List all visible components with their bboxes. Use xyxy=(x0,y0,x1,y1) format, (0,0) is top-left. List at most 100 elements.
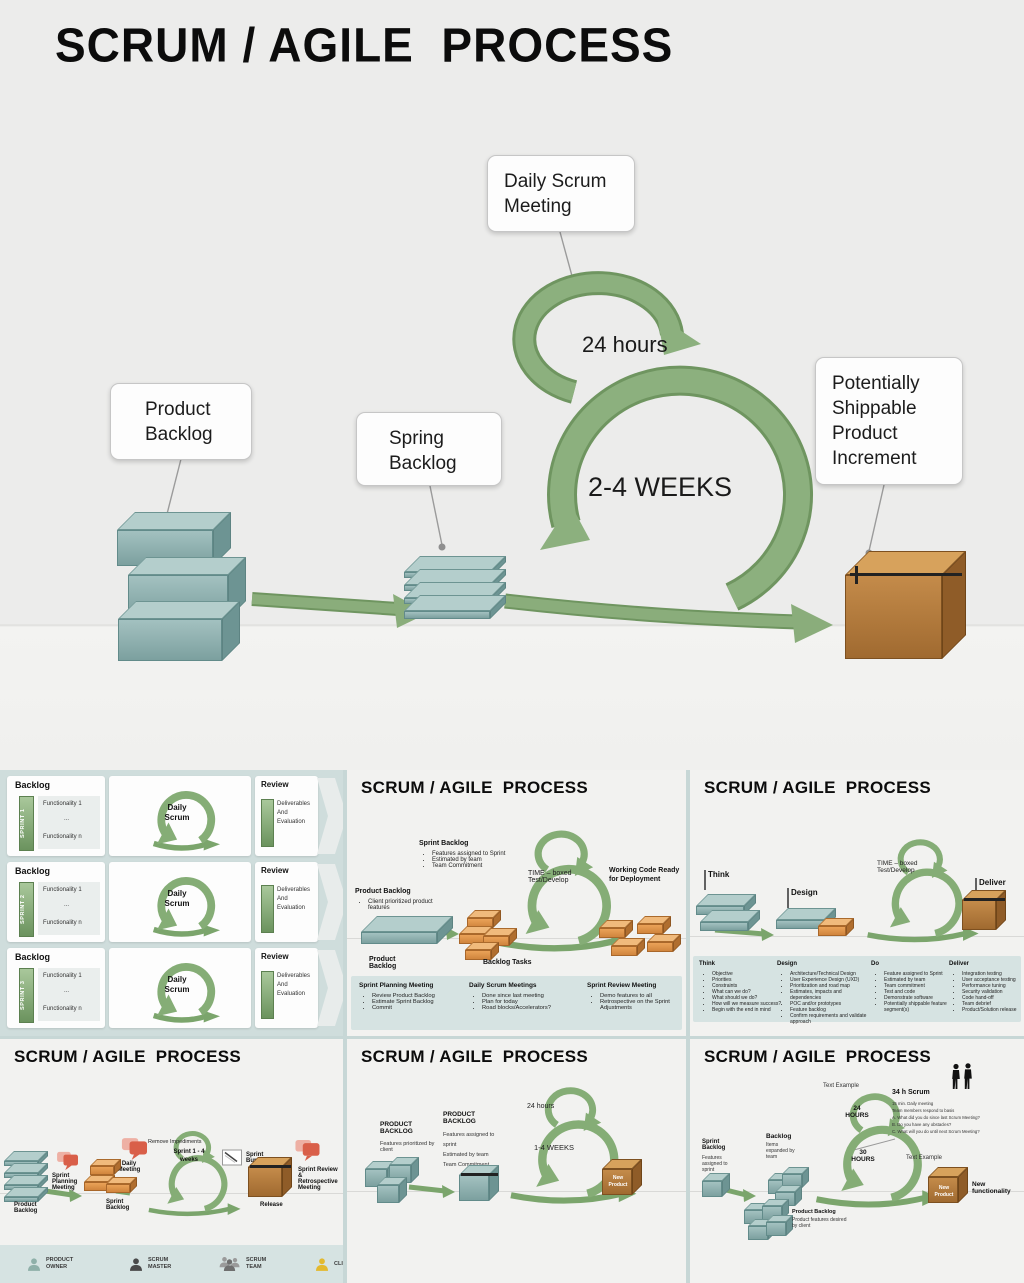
design-label: Design xyxy=(791,888,818,897)
dots: ... xyxy=(64,988,70,994)
callout-spring-backlog: Spring Backlog xyxy=(356,412,502,486)
functionality-1: Functionality 1 xyxy=(43,801,82,807)
thumb-title: SCRUM / AGILE PROCESS xyxy=(14,1047,241,1066)
phase-heading: Do xyxy=(871,961,879,967)
phases-panel: Think ObjectivePrioritiesConstraintsWhat… xyxy=(693,956,1024,1025)
person-icon xyxy=(316,1257,328,1271)
hours-label: 24 hours xyxy=(527,1103,555,1110)
sprint-bar: SPRINT 3 xyxy=(19,968,34,1023)
working-code-label: Working Code Ready for Deployment xyxy=(609,867,680,884)
remove-impediments-label: Remove Impediments xyxy=(148,1139,202,1145)
meeting-list: Done since last meetingPlan for todayRoa… xyxy=(473,993,586,1011)
thumbnail-meetings[interactable]: SCRUM / AGILE PROCESS Sprint Backlog Fea… xyxy=(347,770,686,1036)
review-bar xyxy=(261,885,274,933)
speech-bubble-icon xyxy=(295,1140,320,1161)
daily-scrum-label: Daily Scrum xyxy=(164,889,190,908)
backlog-heading: Backlog xyxy=(15,952,51,962)
speech-bubble-icon xyxy=(57,1151,78,1171)
sprint-planning-label: Sprint Planning Meeting xyxy=(52,1173,78,1191)
product-backlog-tray xyxy=(361,916,453,944)
functionality-panel: Functionality 1 ... Functionality n xyxy=(38,796,100,849)
new-product-label: New Product xyxy=(608,1175,628,1188)
phase-list: Feature assigned to SprintEstimated by t… xyxy=(875,971,954,1013)
scrum34-heading: 34 h Scrum xyxy=(892,1089,930,1096)
thumbnail-sprint-rows[interactable]: Backlog SPRINT 1 Functionality 1 ... Fun… xyxy=(0,770,343,1036)
text-example-label: Text Example xyxy=(823,1083,860,1089)
people-icon xyxy=(219,1257,240,1271)
phase-heading: Design xyxy=(777,961,798,967)
role-label: CLIENT xyxy=(334,1260,343,1267)
phase-list: ObjectivePrioritiesConstraintsWhat can w… xyxy=(703,971,782,1013)
release-box xyxy=(248,1157,292,1197)
dots: ... xyxy=(64,902,70,908)
thumbnail-hours-cycle[interactable]: SCRUM / AGILE PROCESS Text Example 24 HO… xyxy=(690,1039,1024,1283)
thumb-title: SCRUM / AGILE PROCESS xyxy=(704,778,931,797)
product-backlog-caption: Product Backlog xyxy=(14,1202,38,1214)
deliver-box xyxy=(962,890,1006,930)
sprint-cube xyxy=(702,1173,730,1197)
daily-scrum-label: Daily Scrum xyxy=(164,975,190,994)
burndown-chart-icon xyxy=(222,1149,242,1166)
meeting-heading: Sprint Planning Meeting xyxy=(359,982,434,989)
backlog-cube xyxy=(377,1177,407,1203)
label-24-hours: 24 hours xyxy=(582,332,668,357)
callout-shippable-increment: Potentially Shippable Product Increment xyxy=(815,357,963,485)
backlog-heading: Backlog xyxy=(766,1133,792,1140)
label-2-4-weeks: 2-4 WEEKS xyxy=(588,472,733,502)
page-title: SCRUM / AGILE PROCESS xyxy=(55,17,674,73)
sprint-backlog-heading: Sprint Backlog xyxy=(419,840,469,847)
chevron-icon xyxy=(317,778,343,854)
daily-meeting-label: Daily Meeting xyxy=(117,1161,141,1173)
thumb-title: SCRUM / AGILE PROCESS xyxy=(361,778,588,797)
thumbnail-simple-cycle[interactable]: SCRUM / AGILE PROCESS PRODUCT BACKLOG Fe… xyxy=(347,1039,686,1283)
callout-daily-scrum-meeting: Daily Scrum Meeting xyxy=(487,155,635,232)
phase-list: Integration testingUser acceptance testi… xyxy=(953,971,1024,1013)
backlog-task-box xyxy=(465,942,499,960)
backlog-heading: Backlog xyxy=(15,780,51,790)
sprint-bar: SPRINT 2 xyxy=(19,882,34,937)
functionality-n: Functionality n xyxy=(43,920,82,926)
sprint-row: Backlog SPRINT 3 Functionality 1 ... Fun… xyxy=(5,948,343,1028)
phase-list: Architecture/Technical DesignUser Experi… xyxy=(781,971,874,1025)
deliverables-label: Deliverables And Evaluation xyxy=(277,973,311,997)
product-backlog-heading: Product Backlog xyxy=(792,1209,836,1215)
chevron-icon xyxy=(317,864,343,940)
meeting-list: Demo features to allRetrospective on the… xyxy=(591,993,686,1011)
product-backlog-sheet xyxy=(4,1187,48,1202)
chevron-icon xyxy=(317,950,343,1026)
product-backlog-list: Features prioritized by client xyxy=(380,1141,435,1153)
meeting-heading: Sprint Review Meeting xyxy=(587,982,657,989)
time-boxed-label: TIME – boxed Test/Develop xyxy=(877,860,918,874)
sprint-backlog-sheet xyxy=(404,595,506,619)
arrow-sprint-to-increment xyxy=(504,593,833,643)
sprint-label: SPRINT 3 xyxy=(20,980,26,1011)
product-backlog-heading: Product Backlog xyxy=(355,888,411,895)
daily-scrum-label: Daily Scrum xyxy=(164,803,190,822)
backlog-heading: Backlog xyxy=(15,866,51,876)
backlog-sub: Items expanded by team xyxy=(766,1142,795,1160)
phase-heading: Deliver xyxy=(949,961,970,967)
deliverables-label: Deliverables And Evaluation xyxy=(277,887,311,911)
thumbnail-think-design-deliver[interactable]: SCRUM / AGILE PROCESS Think Design Deliv… xyxy=(690,770,1024,1036)
new-product-label: New Product xyxy=(934,1185,954,1198)
sprint-row: Backlog SPRINT 1 Functionality 1 ... Fun… xyxy=(5,776,343,856)
role-scrum-master: SCRUM MASTER xyxy=(128,1257,182,1272)
done-task-box xyxy=(637,916,671,934)
done-task-box xyxy=(611,938,645,956)
functionality-panel: Functionality 1 ... Functionality n xyxy=(38,968,100,1021)
backlog-tasks-caption: Backlog Tasks xyxy=(483,959,532,966)
sprint-backlog-list: Features assigned to SprintEstimated by … xyxy=(423,851,522,869)
deliver-label: Deliver xyxy=(979,878,1006,887)
role-scrum-team: SCRUM TEAM xyxy=(218,1256,280,1272)
new-product-box: New Product xyxy=(928,1167,968,1203)
thumbnail-roles[interactable]: SCRUM / AGILE PROCESS Daily Meeting Remo… xyxy=(0,1039,343,1283)
release-caption: Release xyxy=(260,1202,283,1208)
done-task-box xyxy=(647,934,681,952)
deliverables-label: Deliverables And Evaluation xyxy=(277,801,311,825)
functionality-panel: Functionality 1 ... Functionality n xyxy=(38,882,100,935)
sprint-backlog-box xyxy=(106,1177,137,1193)
thumb-title: SCRUM / AGILE PROCESS xyxy=(361,1047,588,1066)
sprint-bar: SPRINT 1 xyxy=(19,796,34,851)
